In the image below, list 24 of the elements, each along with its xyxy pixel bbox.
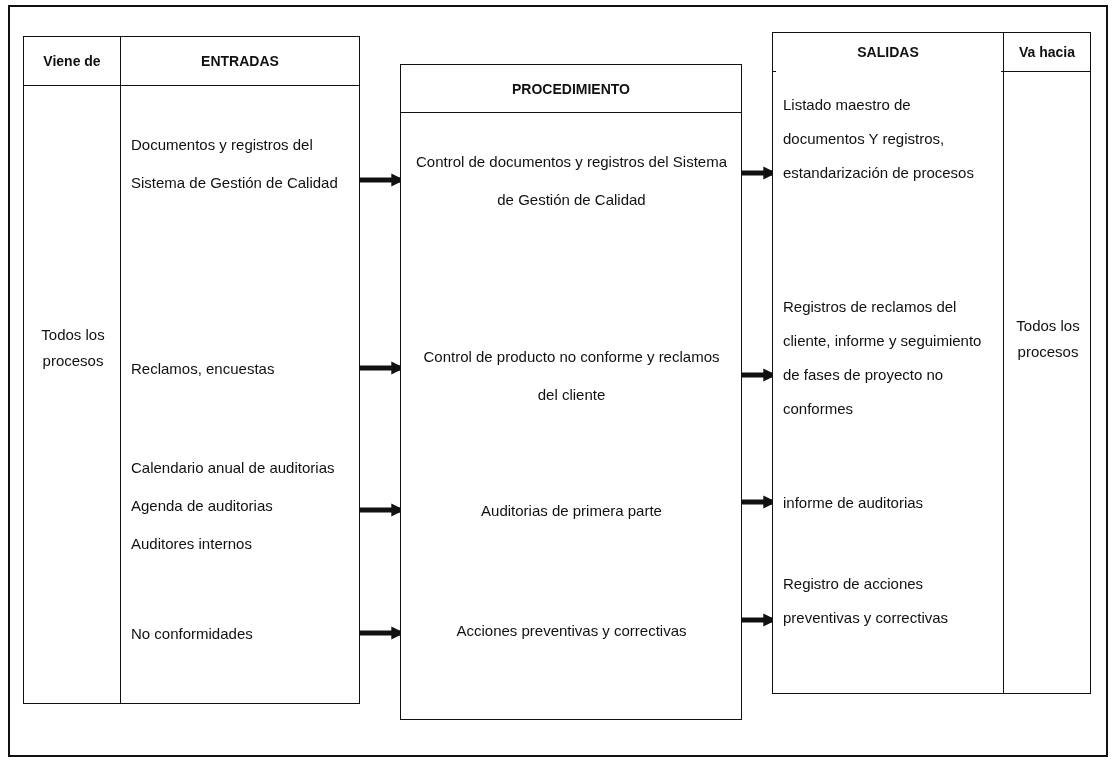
column-header: ENTRADAS [121, 37, 359, 86]
input-text: Auditores internos [131, 534, 253, 554]
column-header: PROCEDIMIENTO [401, 65, 741, 113]
input-text: Calendario anual de auditorias [131, 458, 336, 478]
output-text: Registro de acciones preventivas y correctivas [783, 574, 950, 628]
input-text: Agenda de auditorias [131, 496, 274, 516]
table-column [1003, 32, 1091, 694]
table-column [120, 36, 360, 704]
table-column [772, 32, 1004, 694]
output-text: Listado maestro de documentos Y registros, estandarización de procesos [783, 95, 975, 183]
input-text: No conformidades [131, 624, 254, 644]
output-text: informe de auditorias [783, 493, 925, 513]
table-column [23, 36, 121, 704]
process-box [400, 64, 742, 720]
process-step-text: Acciones preventivas y correctivas [455, 621, 688, 641]
process-step-text: Control de documentos y registros del Sistema de Gestión de Calidad [415, 152, 728, 210]
process-step-text: Auditorias de primera parte [480, 501, 663, 521]
input-text: Reclamos, encuestas [131, 359, 276, 379]
cell-text: Todos los procesos [1015, 316, 1081, 362]
cell-text: Todos los procesos [40, 325, 106, 371]
output-text: Registros de reclamos del cliente, informe y seguimiento de fases de proyecto no conformes [783, 297, 983, 419]
process-step-text: Control de producto no conforme y reclamos del cliente [422, 347, 721, 405]
column-header: Va hacia [1004, 33, 1090, 72]
input-text: Documentos y registros del Sistema de Gestión de Calidad [131, 135, 339, 193]
